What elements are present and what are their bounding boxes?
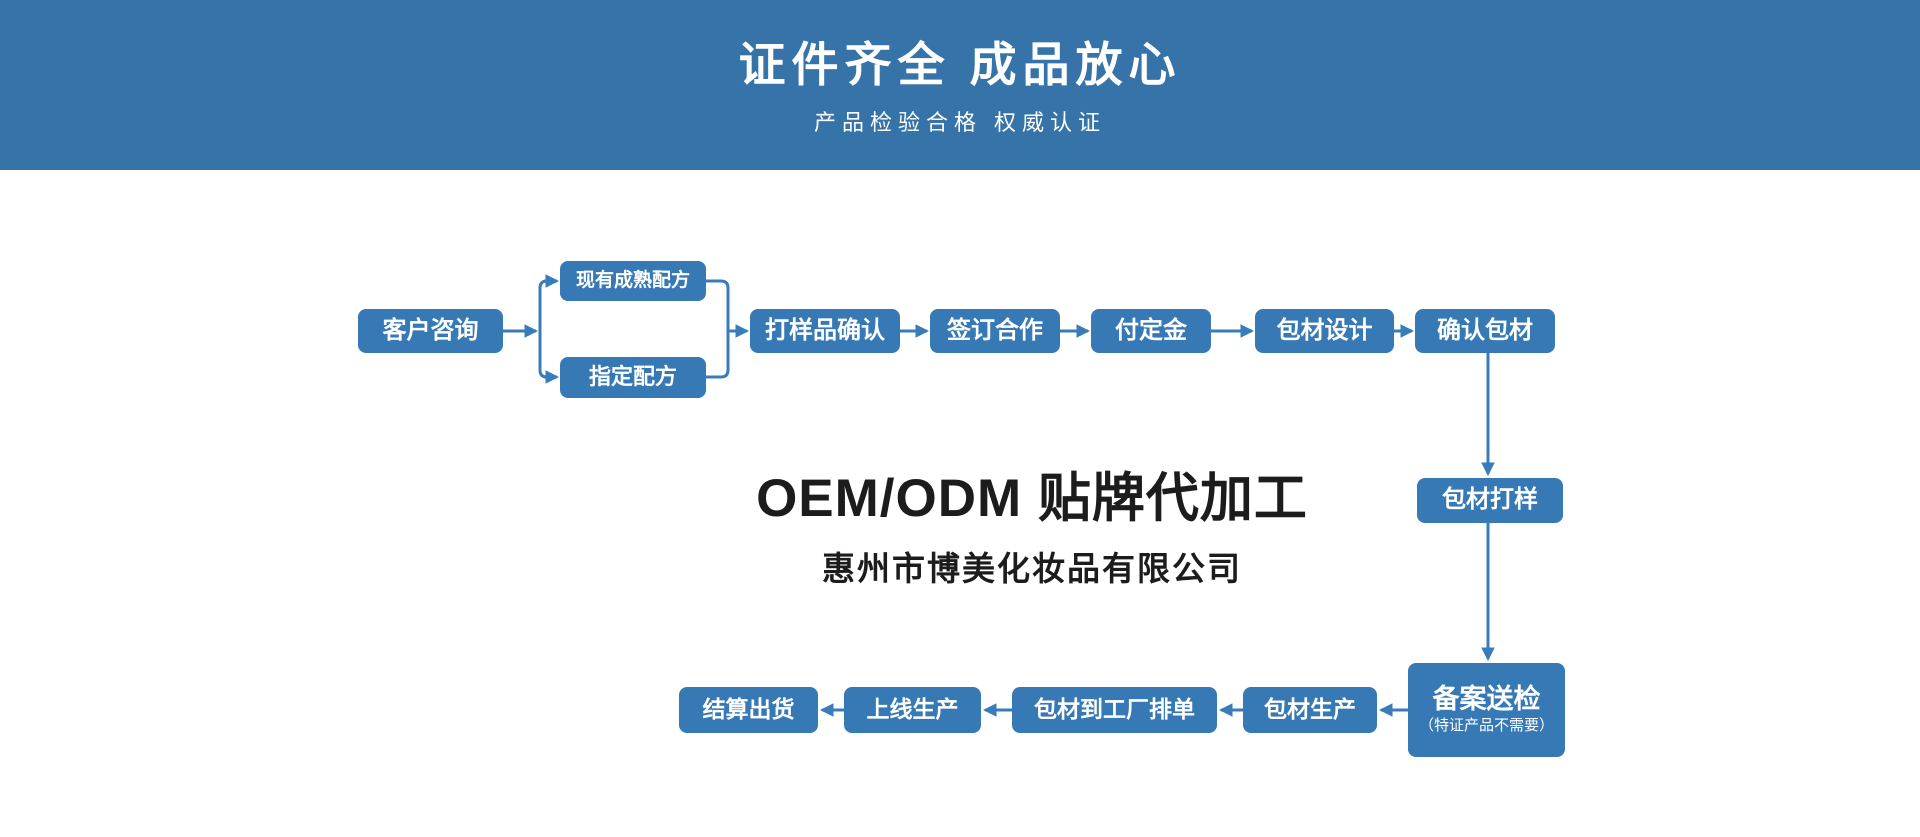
flow-node-custom-formula: 指定配方 (560, 357, 706, 398)
flow-node-packaging-sample: 包材打样 (1417, 478, 1563, 523)
flow-node-online-production: 上线生产 (844, 687, 981, 733)
flow-node-customer-consult: 客户咨询 (358, 309, 503, 353)
flow-node-settle-shipment: 结算出货 (679, 687, 818, 733)
flow-node-packaging-design: 包材设计 (1255, 309, 1394, 353)
flow-node-packaging-production: 包材生产 (1243, 687, 1377, 733)
flow-node-existing-formula: 现有成熟配方 (560, 261, 706, 301)
flow-node-sign-contract: 签订合作 (930, 309, 1060, 353)
banner-title: 证件齐全 成品放心 (738, 38, 1182, 91)
flow-node-pay-deposit: 付定金 (1091, 309, 1211, 353)
branch-merge-bracket (706, 279, 730, 379)
flow-node-filing-inspection: 备案送检 （特证产品不需要） (1408, 663, 1565, 757)
branch-split-bracket (538, 279, 548, 379)
oem-odm-title: OEM/ODM 贴牌代加工 (756, 469, 1308, 528)
banner-subtitle: 产品检验合格 权威认证 (813, 109, 1107, 135)
flow-node-sample-confirm: 打样品确认 (750, 309, 900, 353)
company-name: 惠州市博美化妆品有限公司 (822, 550, 1242, 588)
header-banner: 证件齐全 成品放心 产品检验合格 权威认证 (0, 0, 1920, 170)
filing-inspection-note: （特证产品不需要） (1418, 717, 1554, 735)
flow-node-packaging-to-factory: 包材到工厂排单 (1012, 687, 1217, 733)
filing-inspection-label: 备案送检 (1432, 684, 1541, 715)
center-headline-block: OEM/ODM 贴牌代加工 惠州市博美化妆品有限公司 (682, 469, 1382, 590)
flow-node-confirm-packaging: 确认包材 (1415, 309, 1555, 353)
